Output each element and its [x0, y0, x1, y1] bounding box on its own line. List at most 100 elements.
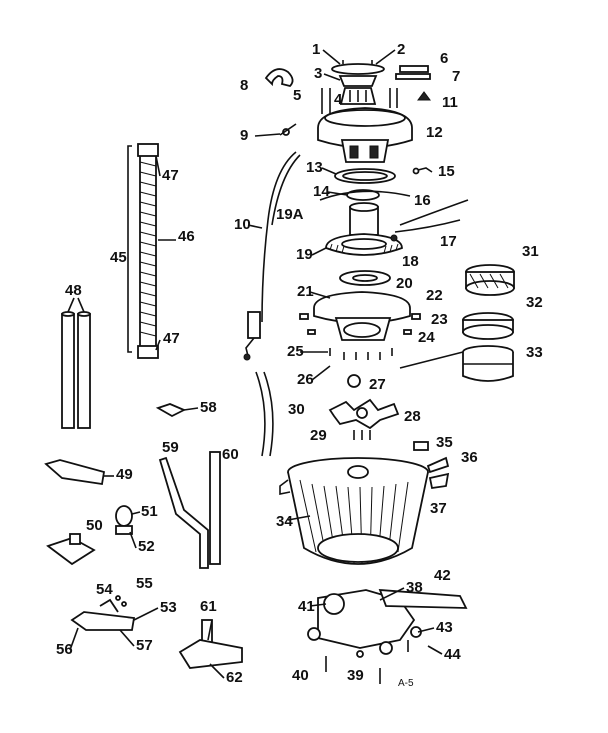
label-10: 10 [234, 216, 251, 233]
label-5: 5 [293, 87, 301, 104]
part-filter-31 [465, 264, 515, 296]
label-36: 36 [461, 449, 478, 466]
corner-label: A-5 [398, 678, 414, 689]
part-brush-51-52 [115, 505, 133, 535]
label-6: 6 [440, 50, 448, 67]
label-48: 48 [65, 282, 82, 299]
part-screws-26 [329, 348, 393, 388]
label-53: 53 [160, 599, 177, 616]
label-27: 27 [369, 376, 386, 393]
part-filter-33 [462, 345, 514, 382]
label-42: 42 [434, 567, 451, 584]
label-14: 14 [313, 183, 330, 200]
label-51: 51 [141, 503, 158, 520]
part-tool-53-57 [70, 595, 136, 631]
part-clip-8 [264, 68, 294, 87]
part-impeller-28 [328, 398, 400, 430]
part-tank-34 [279, 457, 429, 565]
label-7: 7 [452, 68, 460, 85]
label-26: 26 [297, 371, 314, 388]
label-38: 38 [406, 579, 423, 596]
label-1: 1 [312, 41, 320, 58]
part-hose-30 [255, 371, 274, 457]
label-35: 35 [436, 434, 453, 451]
label-59: 59 [162, 439, 179, 456]
label-23: 23 [431, 311, 448, 328]
part-wands-48 [61, 311, 91, 429]
label-58: 58 [200, 399, 217, 416]
label-41: 41 [298, 598, 315, 615]
part-wand-58 [155, 403, 187, 418]
label-31: 31 [522, 243, 539, 260]
part-motor-housing-21 [299, 291, 421, 341]
part-screws-29 [353, 430, 371, 440]
label-56: 56 [56, 641, 73, 658]
part-clip-35-37 [413, 441, 450, 490]
label-54: 54 [96, 581, 113, 598]
leader-24 [399, 351, 464, 369]
label-30: 30 [288, 401, 305, 418]
label-2: 2 [397, 41, 405, 58]
label-50: 50 [86, 517, 103, 534]
label-13: 13 [306, 159, 323, 176]
label-21: 21 [297, 283, 314, 300]
label-44: 44 [444, 646, 461, 663]
label-40: 40 [292, 667, 309, 684]
label-37: 37 [430, 500, 447, 517]
label-17: 17 [440, 233, 457, 250]
label-4: 4 [334, 91, 343, 108]
part-filter-32 [462, 312, 514, 340]
part-knob-11 [417, 91, 431, 101]
label-18: 18 [402, 253, 419, 270]
part-washer-20 [339, 270, 391, 286]
part-wire-16-17 [319, 190, 469, 233]
label-61: 61 [200, 598, 217, 615]
label-3: 3 [314, 65, 322, 82]
part-dolly-base [307, 588, 468, 684]
label-9: 9 [240, 127, 248, 144]
part-cord-9-10 [243, 123, 301, 361]
label-47-top: 47 [162, 167, 179, 184]
label-24: 24 [418, 329, 435, 346]
part-nozzle-50 [46, 533, 96, 566]
label-32: 32 [526, 294, 543, 311]
label-20: 20 [396, 275, 413, 292]
part-wand-60 [209, 451, 221, 565]
part-motor-19 [325, 202, 403, 256]
part-screw-15 [412, 167, 433, 175]
label-19a: 19A [276, 206, 304, 223]
label-47-bottom: 47 [163, 330, 180, 347]
part-screws-5 [321, 88, 398, 114]
label-8: 8 [240, 77, 248, 94]
label-33: 33 [526, 344, 543, 361]
part-wand-59 [158, 456, 209, 569]
part-gasket-13 [334, 168, 396, 184]
label-60: 60 [222, 446, 239, 463]
label-15: 15 [438, 163, 455, 180]
part-bracket-6-7 [395, 65, 431, 80]
label-57: 57 [136, 637, 153, 654]
label-19: 19 [296, 246, 313, 263]
label-28: 28 [404, 408, 421, 425]
label-39: 39 [347, 667, 364, 684]
label-49: 49 [116, 466, 133, 483]
label-22: 22 [426, 287, 443, 304]
label-52: 52 [138, 538, 155, 555]
label-45: 45 [110, 249, 127, 266]
label-46: 46 [178, 228, 195, 245]
label-55: 55 [136, 575, 153, 592]
label-29: 29 [310, 427, 327, 444]
label-34: 34 [276, 513, 293, 530]
part-top-cap [331, 60, 385, 105]
label-25: 25 [287, 343, 304, 360]
label-16: 16 [414, 192, 431, 209]
part-floor-tool-61-62 [178, 619, 243, 669]
part-hose-46 [127, 143, 159, 359]
callout-labels: 1 2 3 4 5 6 7 8 9 10 11 12 13 14 15 16 1… [56, 41, 543, 689]
leader-lines [67, 49, 443, 679]
part-crevice-tool-49 [44, 459, 106, 486]
label-43: 43 [436, 619, 453, 636]
part-motor-cover-12 [317, 107, 413, 163]
